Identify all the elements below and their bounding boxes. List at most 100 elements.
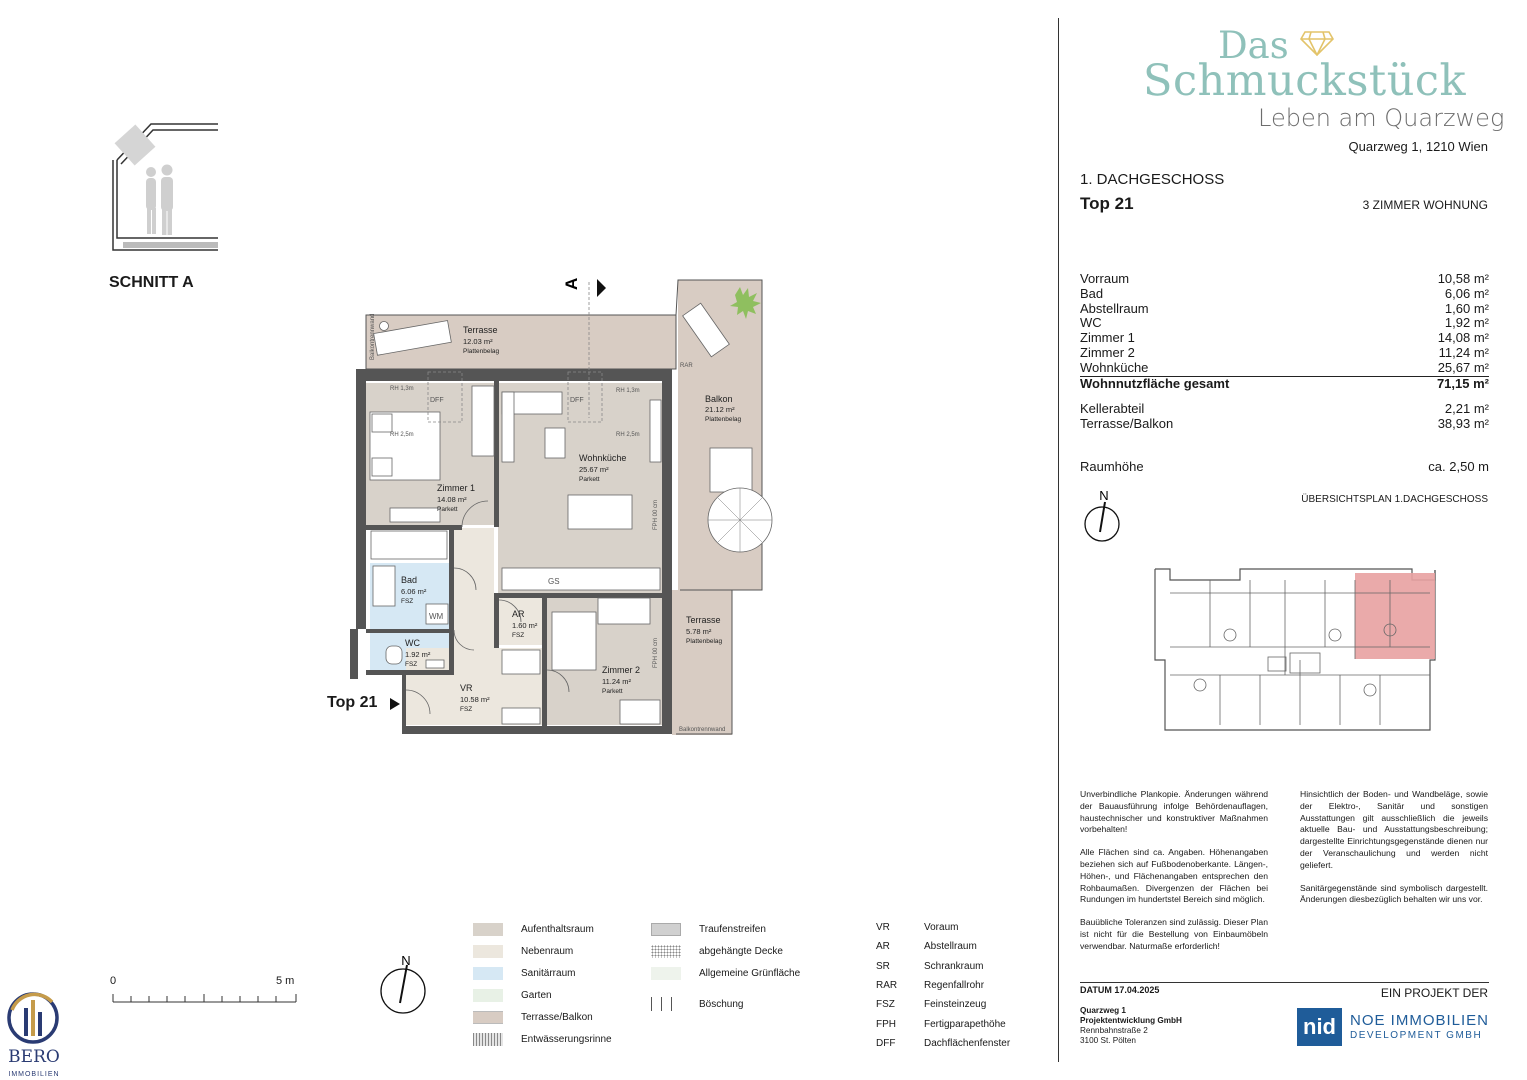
- svg-text:IMMOBILIEN: IMMOBILIEN: [8, 1071, 59, 1078]
- legend-symbols: Traufenstreifen abgehängte Decke Allgeme…: [651, 918, 800, 1024]
- svg-text:Plattenbelag: Plattenbelag: [705, 416, 742, 423]
- svg-text:RH 1,3m: RH 1,3m: [390, 386, 414, 392]
- svg-text:WM: WM: [429, 612, 444, 621]
- notes-left: Unverbindliche Plankopie. Änderungen wäh…: [1080, 789, 1268, 951]
- legend-item: Aufenthaltsraum: [473, 918, 612, 940]
- scale-start-label: 0: [110, 975, 117, 987]
- noe-logo-line1: NOE IMMOBILIEN: [1350, 1012, 1490, 1029]
- svg-text:FPH 00 cm: FPH 00 cm: [653, 638, 659, 668]
- highlighted-unit: [1355, 573, 1435, 659]
- legend-item: Sanitärraum: [473, 962, 612, 984]
- north-arrow-icon: N: [380, 953, 426, 1014]
- svg-text:6.06 m²: 6.06 m²: [401, 587, 427, 596]
- svg-text:RH 1,3m: RH 1,3m: [616, 388, 640, 394]
- legend-item: Traufenstreifen: [651, 918, 800, 940]
- plan-date: DATUM 17.04.2025: [1080, 985, 1160, 995]
- svg-text:VR: VR: [460, 683, 473, 693]
- entrance-arrow-icon: [390, 698, 400, 710]
- noe-logo-line2: DEVELOPMENT GMBH: [1350, 1030, 1483, 1041]
- svg-text:Plattenbelag: Plattenbelag: [686, 638, 723, 645]
- svg-text:5.78 m²: 5.78 m²: [686, 627, 712, 636]
- svg-text:1.92 m²: 1.92 m²: [405, 650, 431, 659]
- logo-name: Schmuckstück: [1143, 56, 1467, 106]
- svg-text:N: N: [401, 953, 410, 968]
- svg-text:FSZ: FSZ: [401, 598, 413, 605]
- svg-text:WC: WC: [405, 638, 420, 648]
- svg-text:Balkontrennwand: Balkontrennwand: [370, 314, 376, 360]
- svg-text:Parkett: Parkett: [437, 506, 458, 513]
- floor-label: 1. DACHGESCHOSS: [1080, 171, 1225, 188]
- svg-text:RH 2,5m: RH 2,5m: [390, 432, 414, 438]
- legend-item: Entwässerungsrinne: [473, 1028, 612, 1050]
- scale-bar: [112, 994, 297, 1003]
- svg-text:14.08 m²: 14.08 m²: [437, 495, 467, 504]
- svg-text:A: A: [562, 278, 581, 290]
- svg-text:DFF: DFF: [570, 397, 584, 404]
- svg-text:N: N: [1099, 488, 1108, 503]
- svg-text:12.03 m²: 12.03 m²: [463, 337, 493, 346]
- svg-text:Terrasse: Terrasse: [463, 325, 498, 335]
- project-by-label: EIN PROJEKT DER: [1380, 986, 1488, 1000]
- svg-text:11.24 m²: 11.24 m²: [602, 677, 632, 686]
- svg-text:10.58 m²: 10.58 m²: [460, 695, 490, 704]
- legend-item: Böschung: [651, 984, 800, 1024]
- floor-plan: A Terrasse 12.03 m² Plattenbelag Balkon …: [350, 278, 773, 735]
- svg-text:Parkett: Parkett: [602, 688, 623, 695]
- north-arrow-icon: N: [1084, 488, 1120, 542]
- svg-text:FSZ: FSZ: [405, 661, 417, 668]
- svg-text:Balkontrennwand: Balkontrennwand: [679, 727, 725, 733]
- plant-icon: [730, 287, 761, 319]
- company-address: Quarzweg 1 Projektentwicklung GmbH Rennb…: [1080, 1006, 1182, 1045]
- svg-text:Bad: Bad: [401, 575, 417, 585]
- legend-item: Nebenraum: [473, 940, 612, 962]
- notes-right: Hinsichtlich der Boden- und Wandbeläge, …: [1300, 789, 1488, 905]
- diamond-icon: [1300, 31, 1334, 56]
- svg-text:FPH 00 cm: FPH 00 cm: [653, 500, 659, 530]
- legend-item: abgehängte Decke: [651, 940, 800, 962]
- svg-text:Zimmer 1: Zimmer 1: [437, 483, 475, 493]
- project-address: Quarzweg 1, 1210 Wien: [1348, 139, 1488, 154]
- footer-divider: [1080, 982, 1489, 983]
- svg-text:Wohnküche: Wohnküche: [579, 453, 626, 463]
- svg-text:1.60 m²: 1.60 m²: [512, 621, 538, 630]
- svg-text:FSZ: FSZ: [512, 632, 524, 639]
- svg-text:Balkon: Balkon: [705, 394, 733, 404]
- svg-text:Zimmer 2: Zimmer 2: [602, 665, 640, 675]
- logo-das-text: Das: [1218, 24, 1289, 67]
- legend-item: Terrasse/Balkon: [473, 1006, 612, 1028]
- svg-text:DFF: DFF: [430, 397, 444, 404]
- svg-text:FSZ: FSZ: [460, 706, 472, 713]
- unit-number: Top 21: [1080, 194, 1134, 213]
- svg-text:RH 2,5m: RH 2,5m: [616, 432, 640, 438]
- svg-text:21.12 m²: 21.12 m²: [705, 405, 735, 414]
- unit-type: 3 ZIMMER WOHNUNG: [1362, 198, 1488, 212]
- svg-text:Plattenbelag: Plattenbelag: [463, 348, 500, 355]
- legend-item: Garten: [473, 984, 612, 1006]
- legend-materials: Aufenthaltsraum Nebenraum Sanitärraum Ga…: [473, 918, 612, 1050]
- svg-text:GS: GS: [548, 577, 560, 586]
- side-divider: [1058, 18, 1059, 1062]
- unit-entrance-label: Top 21: [327, 694, 378, 711]
- section-arrow-icon: [597, 279, 606, 297]
- section-drawing: [112, 123, 218, 251]
- svg-text:Terrasse: Terrasse: [686, 615, 721, 625]
